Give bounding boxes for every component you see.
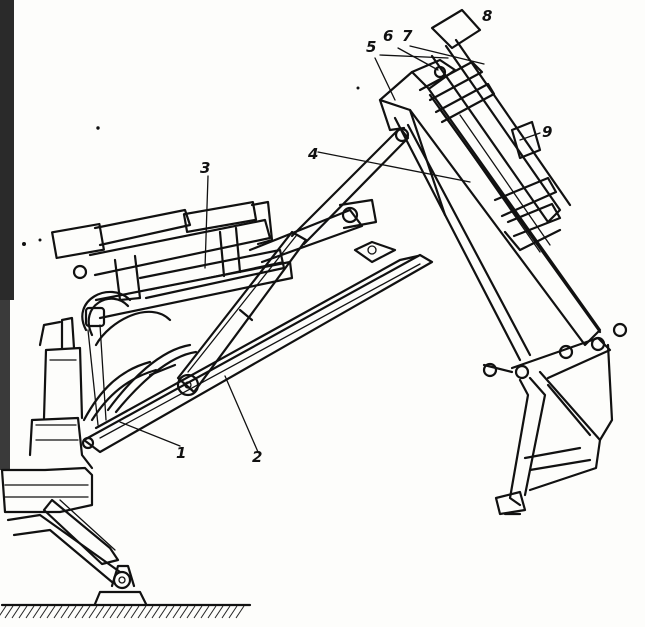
label-pivot-6: 6 [383,27,394,45]
main-boom [81,240,434,454]
base-stabilizer-cylinders [6,498,122,584]
ground-hatch-mark [207,605,217,619]
support-leg [482,322,628,516]
ground-hatch-mark [214,605,224,619]
ground-hatch-mark [130,605,140,619]
ground-hatch-mark [25,605,35,619]
ground-hatch-mark [228,605,238,619]
label-feed-carriage: 9 [542,123,553,141]
ground-hatch-mark [88,605,98,619]
ground-hatch-mark [60,605,70,619]
ground-hatch-mark [221,605,231,619]
ground-hatch-mark [4,605,14,619]
scan-specks [22,86,360,246]
label-pivot-7: 7 [402,27,413,45]
label-mast-head: 5 [366,38,377,56]
ground-hatch-mark [102,605,112,619]
ground-surface [0,603,252,619]
slewing-column [0,316,94,514]
ground-hatch-mark [151,605,161,619]
ground-hatch-mark [18,605,28,619]
label-mast-link: 4 [308,145,319,163]
label-lift-cylinder: 2 [252,448,263,466]
ground-hatch-mark [179,605,189,619]
label-boom: 1 [176,444,187,462]
hydraulic-hoses [81,290,198,426]
ground-hatch-mark [39,605,49,619]
ground-hatch-mark [200,605,210,619]
ground-hatch-mark [193,605,203,619]
ground-hatch-mark [0,605,7,616]
leader-lines [119,45,541,453]
ground-hatch-mark [67,605,77,619]
drill-mast [378,58,602,362]
base-foot [93,564,148,606]
ground-hatch-mark [81,605,91,619]
label-hammer: 8 [482,7,493,25]
ground-hatch-mark [144,605,154,619]
ground-hatch-mark [109,605,119,619]
ground-hatch-mark [46,605,56,619]
ground-hatch-mark [74,605,84,619]
ground-hatch-mark [186,605,196,619]
feed-beam [418,8,572,253]
label-upper-cylinder: 3 [200,159,211,177]
ground-hatch-mark [235,605,245,619]
ground-hatch-mark [53,605,63,619]
ground-hatch-mark [32,605,42,619]
boom-lift-cylinder [176,126,410,394]
ground-hatch-mark [11,605,21,619]
ground-hatch-mark [172,605,182,619]
scan-edge-shadow [0,0,14,470]
ground-hatch-mark [123,605,133,619]
ground-hatch-mark [137,605,147,619]
ground-hatch-mark [165,605,175,619]
ground-hatch-mark [95,605,105,619]
ground-hatch-mark [116,605,126,619]
ground-hatch-mark [158,605,168,619]
